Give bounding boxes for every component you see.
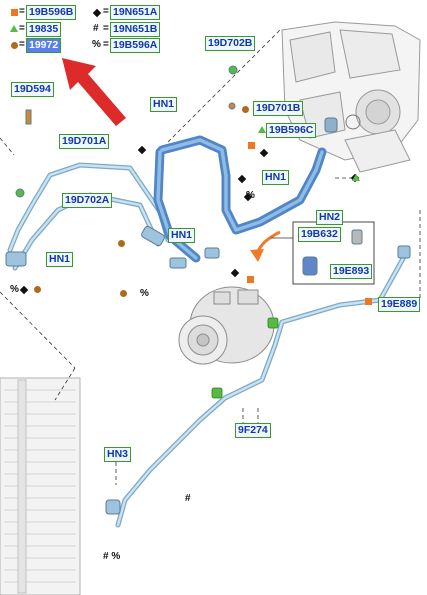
dot-marker-icon — [11, 42, 18, 49]
connector-clips — [211, 317, 279, 399]
percent-marker-icon: % — [92, 39, 101, 50]
square-marker-icon — [248, 142, 255, 149]
leader-lines — [0, 29, 421, 485]
callout-19D701B: 19D701B — [253, 101, 304, 116]
callout-19B632: 19B632 — [298, 227, 341, 242]
callout-19D702A: 19D702A — [62, 193, 113, 208]
callout-hn3: HN3 — [104, 447, 132, 462]
red-highlight-arrow — [62, 58, 126, 126]
dot-marker-icon — [34, 286, 41, 293]
callout-hn1-top: HN1 — [150, 97, 178, 112]
legend-hash-part: 19N651B — [110, 22, 161, 37]
dot-marker-icon — [118, 240, 125, 247]
square-marker-icon — [11, 9, 18, 16]
suction-hoses-highlight — [156, 138, 324, 260]
callout-hn1-left: HN1 — [46, 252, 74, 267]
triangle-marker-icon — [10, 25, 18, 32]
legend-dot-part-selected[interactable]: 19972 — [26, 38, 62, 53]
condenser-illustration — [0, 377, 81, 595]
legend-diamond-part: 19N651A — [110, 5, 161, 20]
percent-marker-icon: % — [140, 288, 149, 299]
callout-19E889: 19E889 — [378, 297, 421, 312]
legend-triangle-part: 19835 — [26, 22, 62, 37]
hash-marker-icon: # — [93, 23, 99, 34]
hash-percent-marker-icon: # % — [103, 551, 121, 562]
callout-19D701A: 19D701A — [59, 134, 110, 149]
legend-percent-part: 19B596A — [110, 38, 161, 53]
hash-marker-icon: # — [185, 493, 191, 504]
square-marker-icon — [365, 298, 372, 305]
percent-marker-icon: % — [10, 284, 19, 295]
callout-hn2: HN2 — [316, 210, 344, 225]
dot-marker-icon — [120, 290, 127, 297]
legend-square-part: 19B596B — [26, 5, 77, 20]
percent-marker-icon: % — [246, 190, 255, 201]
square-marker-icon — [247, 276, 254, 283]
fittings — [5, 65, 411, 515]
callout-19B596C: 19B596C — [266, 123, 317, 138]
callout-hn1-right: HN1 — [262, 170, 290, 185]
callout-19E893: 19E893 — [330, 264, 373, 279]
triangle-marker-icon — [352, 174, 360, 181]
triangle-marker-icon — [258, 126, 266, 133]
compressor-illustration — [178, 286, 275, 365]
callout-hn1-center: HN1 — [168, 228, 196, 243]
dot-marker-icon — [242, 106, 249, 113]
callout-19D594: 19D594 — [11, 82, 54, 97]
orange-arrow — [250, 230, 281, 262]
hvac-housing-illustration — [281, 21, 421, 173]
callout-9F274: 9F274 — [235, 423, 271, 438]
callout-19D702B: 19D702B — [205, 36, 256, 51]
